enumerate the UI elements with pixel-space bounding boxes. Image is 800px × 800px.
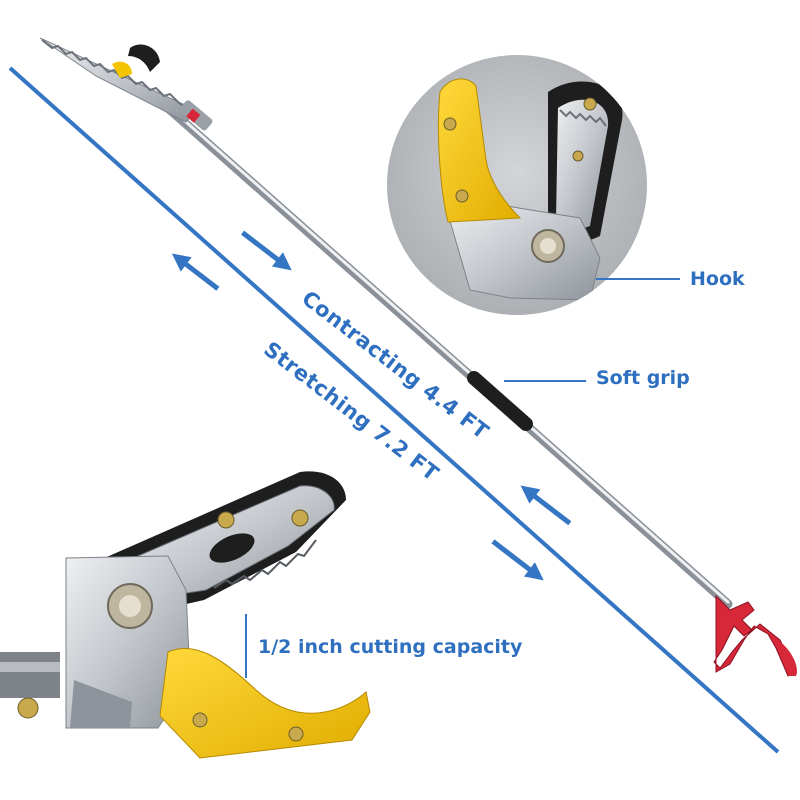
screw-icon <box>443 117 457 131</box>
soft-grip-label: Soft grip <box>596 367 690 389</box>
hook-closeup-inset <box>387 55 647 315</box>
red-hook <box>713 594 798 677</box>
direction-arrow-icon <box>491 539 544 581</box>
screw-icon <box>192 712 208 728</box>
screw-icon <box>288 726 304 742</box>
soft-grip <box>467 371 533 431</box>
direction-arrow-icon <box>171 253 220 291</box>
screw-icon <box>291 509 309 527</box>
screw-icon <box>217 511 235 529</box>
screw-icon <box>17 697 39 719</box>
cutting-capacity-label: 1/2 inch cutting capacity <box>258 636 523 658</box>
hook-label: Hook <box>690 268 745 290</box>
screw-icon <box>455 189 469 203</box>
saw-blade <box>39 37 197 123</box>
cutter-closeup <box>0 471 371 759</box>
cutter-head-top <box>112 44 213 131</box>
direction-arrow-icon <box>520 485 572 526</box>
direction-arrow-icon <box>241 230 292 271</box>
stretch-guide-line <box>8 66 780 754</box>
